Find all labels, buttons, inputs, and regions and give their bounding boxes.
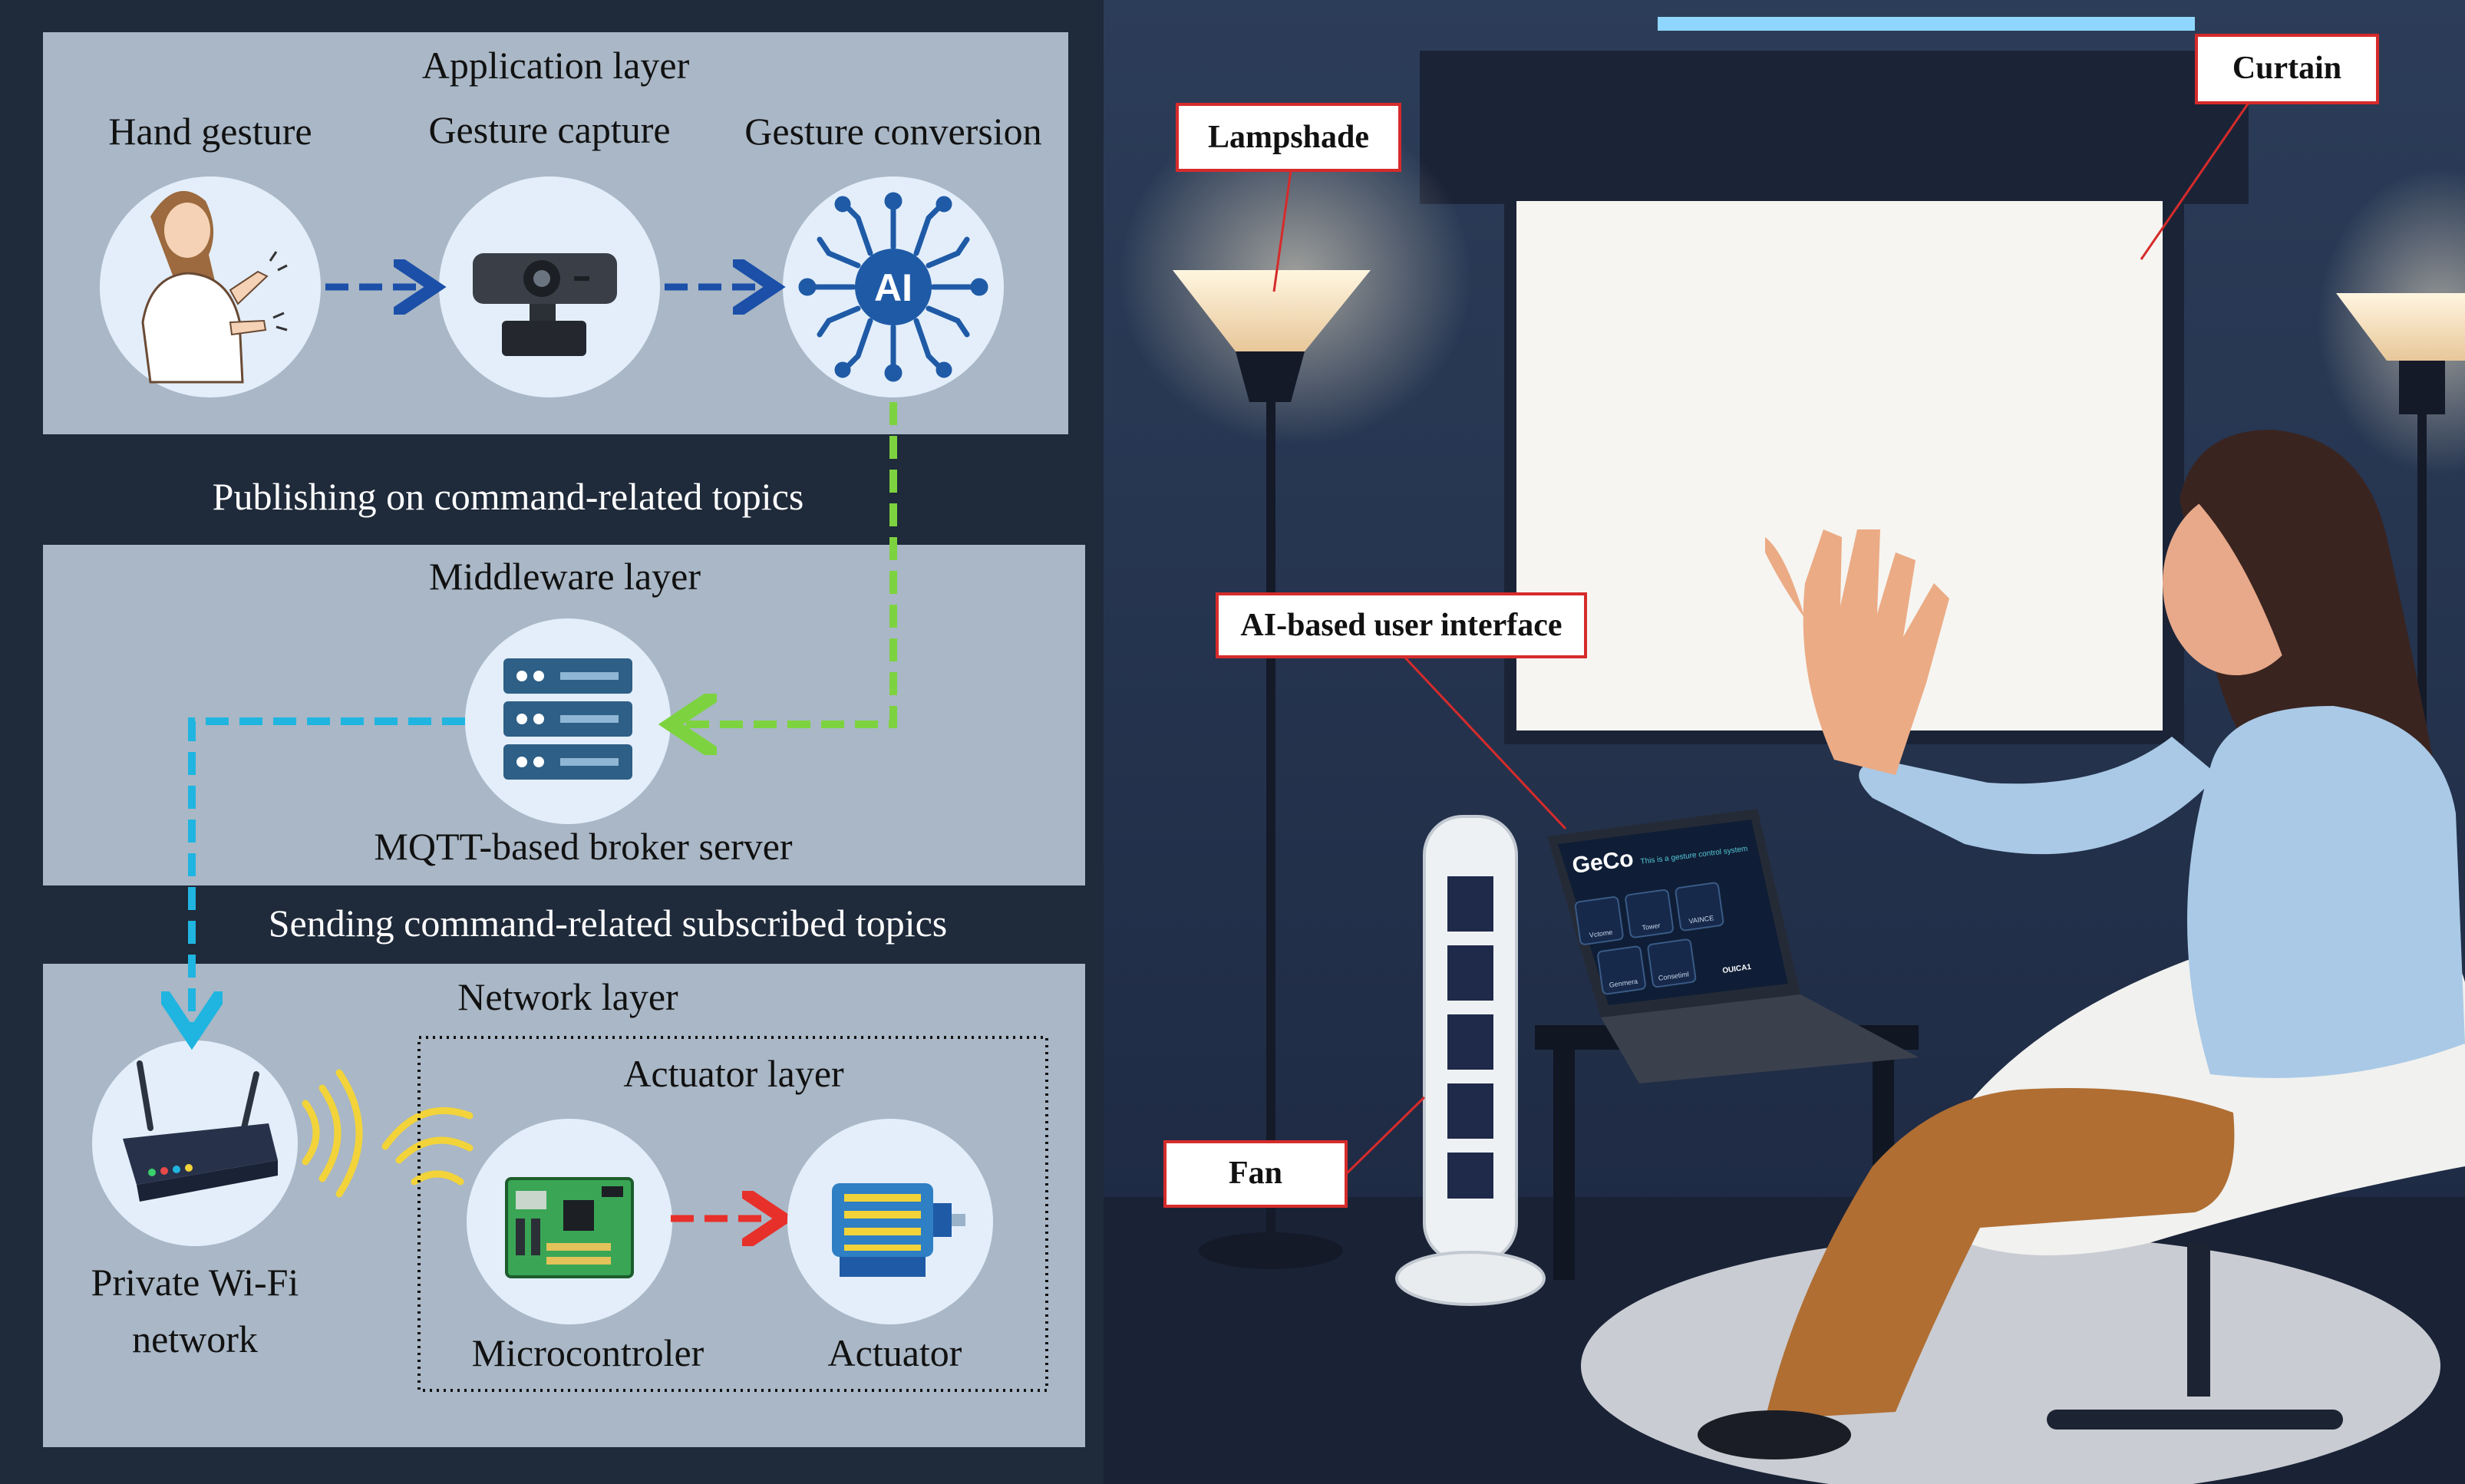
- lampshade-callout-text: Lampshade: [1208, 120, 1369, 155]
- curtain-callout: [2195, 34, 2379, 104]
- microcontroller-board-icon: [505, 1177, 634, 1278]
- ai-chip-icon: [798, 192, 988, 382]
- fan-callout-text: Fan: [1229, 1156, 1282, 1191]
- gesture-conversion-label: Gesture conversion: [744, 110, 1041, 153]
- curtain-box: [1420, 51, 2249, 204]
- webcam-icon: [473, 253, 617, 356]
- broker-server-label: MQTT-based broker server: [374, 825, 793, 868]
- fan-leader: [1345, 1096, 1426, 1176]
- ai-ui-callout-text: AI-based user interface: [1240, 608, 1562, 643]
- middleware-layer: Middleware layer MQTT-based broker serve…: [43, 545, 1085, 885]
- ai-ui-leader: [1403, 655, 1567, 830]
- wifi-network-label-line2: network: [132, 1317, 258, 1360]
- laptop-tiles: Vctome Tower VAINCE Genmera Consetiml OU…: [1574, 882, 1752, 995]
- lampshade-leader: [1272, 170, 1292, 292]
- wifi-signal-waves: [302, 1069, 474, 1198]
- wifi-router-icon: [123, 1060, 278, 1202]
- microcontroller-label: Microcontroler: [472, 1331, 705, 1374]
- middleware-layer-title: Middleware layer: [429, 555, 701, 598]
- woman-gesturing-icon: [141, 190, 288, 384]
- ai-core: [855, 249, 932, 325]
- ceiling-light: [1658, 17, 2195, 31]
- fan-callout: [1163, 1140, 1348, 1208]
- sending-topics-text: Sending command-related subscribed topic…: [269, 902, 948, 945]
- laptop-corner-text: OUICA1: [1722, 963, 1752, 975]
- application-layer-title: Application layer: [422, 44, 690, 87]
- wifi-network-label-line1: Private Wi-Fi: [91, 1261, 299, 1304]
- actuator-label: Actuator: [828, 1331, 962, 1374]
- network-layer: Network layer Private Wi-Fi network Actu…: [43, 964, 1085, 1447]
- server-rack-icon: [503, 658, 632, 780]
- application-layer: Application layer Hand gesture Gesture c…: [43, 32, 1068, 434]
- tower-fan: [1395, 815, 1546, 1306]
- laptop-tile-1: Vctome: [1589, 928, 1613, 939]
- network-layer-title: Network layer: [457, 975, 678, 1018]
- woman-figure: [1698, 430, 2465, 1459]
- arrow-conversion-to-broker: [678, 402, 897, 724]
- laptop-tile-2: Tower: [1642, 922, 1661, 932]
- actuator-layer-title: Actuator layer: [623, 1052, 844, 1095]
- publish-topics-text: Publishing on command-related topics: [213, 475, 804, 518]
- curtain-leader: [2140, 102, 2250, 260]
- gesture-capture-label: Gesture capture: [428, 108, 670, 151]
- ai-badge-text: AI: [874, 266, 912, 309]
- arrow-broker-to-wifi: [192, 717, 465, 1030]
- curtain-callout-text: Curtain: [2232, 51, 2341, 86]
- hand-gesture-label: Hand gesture: [108, 110, 312, 153]
- laptop-tile-3: VAINCE: [1688, 914, 1714, 925]
- smart-room-scene: GeCo This is a gesture control system Vc…: [1104, 0, 2465, 1484]
- ai-ui-callout: [1216, 592, 1587, 658]
- lampshade-callout: [1176, 103, 1401, 172]
- motor-actuator-icon: [832, 1183, 965, 1277]
